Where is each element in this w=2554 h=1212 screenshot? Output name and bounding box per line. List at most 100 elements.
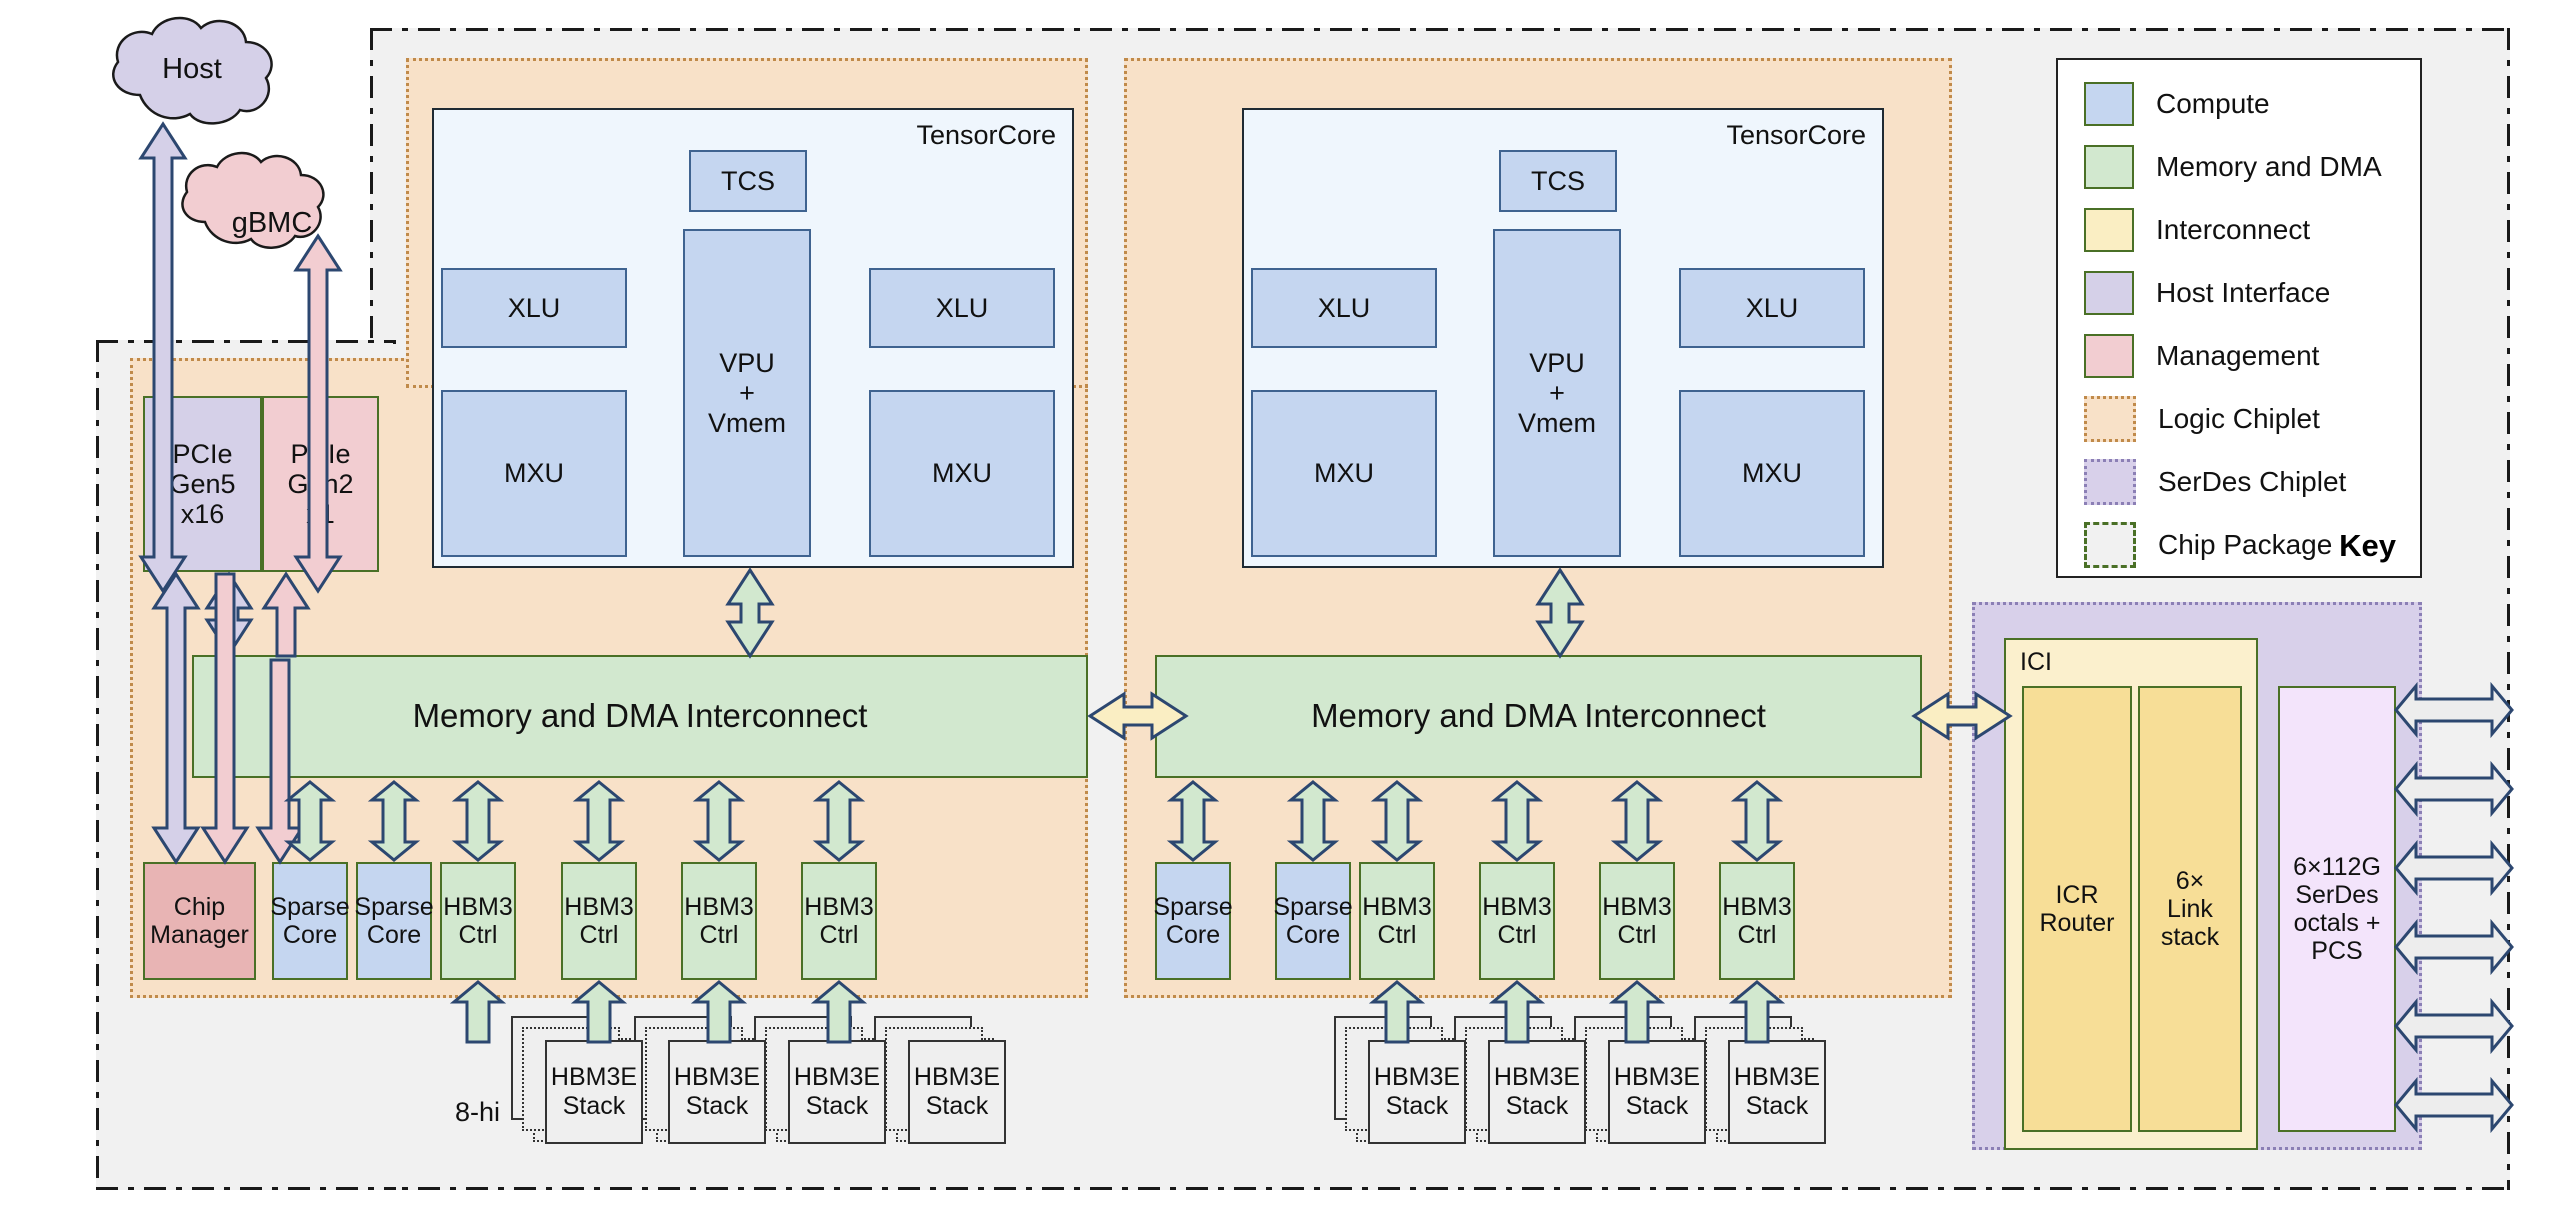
key-serdes-chiplet-label: SerDes Chiplet <box>2158 465 2347 497</box>
hbm3e-stack-8-line-2: Stack <box>1745 1092 1809 1120</box>
hbm3e-stack-3-line-2: Stack <box>805 1092 869 1120</box>
key-serdes-chiplet-swatch <box>2084 458 2136 505</box>
xlu-left-2: XLU <box>869 268 1055 348</box>
sparse-core-1-line-1: Sparse <box>270 893 350 921</box>
vpu-right-line-2: + <box>1549 377 1565 408</box>
key-compute-label: Compute <box>2156 87 2270 119</box>
vpu-line-3: Vmem <box>707 408 786 439</box>
key-management-swatch <box>2084 333 2134 378</box>
hbm3e-stack-1-line-1: HBM3E <box>550 1063 638 1092</box>
hbm3e-stack-7-line-2: Stack <box>1625 1092 1689 1120</box>
vpu-right-line-3: Vmem <box>1517 408 1596 439</box>
hbm3-ctrl-3-line-1: HBM3 <box>684 893 754 921</box>
gbmc-cloud-label: gBMC <box>232 207 313 239</box>
pcie-gen5-x16: PCIe Gen5 x16 <box>143 396 262 572</box>
pcie-gen2-line-3: x1 <box>306 499 335 530</box>
serdes-line-3: octals + <box>2293 909 2381 937</box>
mxu-right-2: MXU <box>1679 390 1865 557</box>
pcie-gen2-line-1: PCIe <box>290 438 351 469</box>
pcie-gen5-line-3: x16 <box>180 499 225 530</box>
key-host-interface-swatch <box>2084 270 2134 315</box>
hbm3e-stack-8-line-1: HBM3E <box>1733 1063 1821 1092</box>
tensorcore-left-title: TensorCore <box>916 120 1056 150</box>
vpu-right-line-1: VPU <box>1529 347 1585 378</box>
eight-hi-label: 8-hi <box>455 1097 501 1127</box>
hbm3e-stack-7-line-1: HBM3E <box>1613 1063 1701 1092</box>
key-logic-chiplet-swatch <box>2084 395 2136 442</box>
hbm3-ctrl-2-line-2: Ctrl <box>579 921 619 949</box>
vpu-line-2: + <box>739 377 755 408</box>
hbm3-ctrl-4-line-1: HBM3 <box>804 893 874 921</box>
serdes-octals-pcs: 6×112G SerDes octals + PCS <box>2278 686 2396 1132</box>
hbm3-ctrl-4-line-2: Ctrl <box>819 921 859 949</box>
key-host-interface: Host Interface <box>2058 261 2420 324</box>
sparse-core-4-line-2: Core <box>1285 921 1341 949</box>
key-memory-dma-swatch <box>2084 144 2134 189</box>
ici-label: ICI <box>2020 648 2052 676</box>
key-management-label: Management <box>2156 339 2320 371</box>
chip-manager-line-2: Manager <box>150 921 249 949</box>
key-memory-dma-label: Memory and DMA <box>2156 150 2382 182</box>
vpu-vmem-right: VPU + Vmem <box>1493 229 1621 557</box>
key-compute-swatch <box>2084 81 2134 126</box>
hbm3-ctrl-5-line-2: Ctrl <box>1377 921 1417 949</box>
hbm3e-stack-5-line-1: HBM3E <box>1373 1063 1461 1092</box>
key-interconnect-label: Interconnect <box>2156 213 2311 245</box>
tcs-right: TCS <box>1499 150 1617 212</box>
link-stack-line-1: 6× <box>2175 867 2205 895</box>
sparse-core-3-line-1: Sparse <box>1153 893 1233 921</box>
hbm3e-stack-4-line-2: Stack <box>925 1092 989 1120</box>
memory-dma-interconnect-right: Memory and DMA Interconnect <box>1155 655 1922 778</box>
sparse-core-2-line-2: Core <box>366 921 422 949</box>
key-memory-dma: Memory and DMA <box>2058 135 2420 198</box>
hbm3-ctrl-5-line-1: HBM3 <box>1362 893 1432 921</box>
tcs-left: TCS <box>689 150 807 212</box>
key-compute: Compute <box>2058 72 2420 135</box>
xlu-right-2: XLU <box>1679 268 1865 348</box>
link-stack-line-3: stack <box>2160 923 2220 951</box>
xlu-right-1: XLU <box>1251 268 1437 348</box>
hbm3e-stack-6-line-1: HBM3E <box>1493 1063 1581 1092</box>
link-stack: 6× Link stack <box>2138 686 2242 1132</box>
hbm3-ctrl-2-line-1: HBM3 <box>564 893 634 921</box>
hbm3e-stack-5-line-2: Stack <box>1385 1092 1449 1120</box>
mxu-left-2: MXU <box>869 390 1055 557</box>
xlu-left-1: XLU <box>441 268 627 348</box>
sparse-core-4-line-1: Sparse <box>1273 893 1353 921</box>
icr-router: ICR Router <box>2022 686 2132 1132</box>
hbm3e-stack-2-line-2: Stack <box>685 1092 749 1120</box>
key-serdes-chiplet: SerDes Chiplet <box>2058 450 2420 513</box>
sparse-core-1-line-2: Core <box>282 921 338 949</box>
link-stack-line-2: Link <box>2167 895 2213 923</box>
hbm3-ctrl-8-line-1: HBM3 <box>1722 893 1792 921</box>
key-management: Management <box>2058 324 2420 387</box>
hbm3e-stack-2-line-1: HBM3E <box>673 1063 761 1092</box>
key-interconnect: Interconnect <box>2058 198 2420 261</box>
host-cloud: Host <box>112 16 273 125</box>
key-chip-package: Chip Package <box>2058 513 2420 576</box>
pcie-gen5-line-2: Gen5 <box>169 468 236 499</box>
key-host-interface-label: Host Interface <box>2156 276 2331 308</box>
host-cloud-label: Host <box>162 53 222 85</box>
hbm3e-stack-4-line-1: HBM3E <box>913 1063 1001 1092</box>
key-interconnect-swatch <box>2084 207 2134 252</box>
pcie-gen2-x1: PCIe Gen2 x1 <box>262 396 379 572</box>
hbm3-ctrl-6-line-2: Ctrl <box>1497 921 1537 949</box>
key-title: Key <box>2339 528 2396 563</box>
